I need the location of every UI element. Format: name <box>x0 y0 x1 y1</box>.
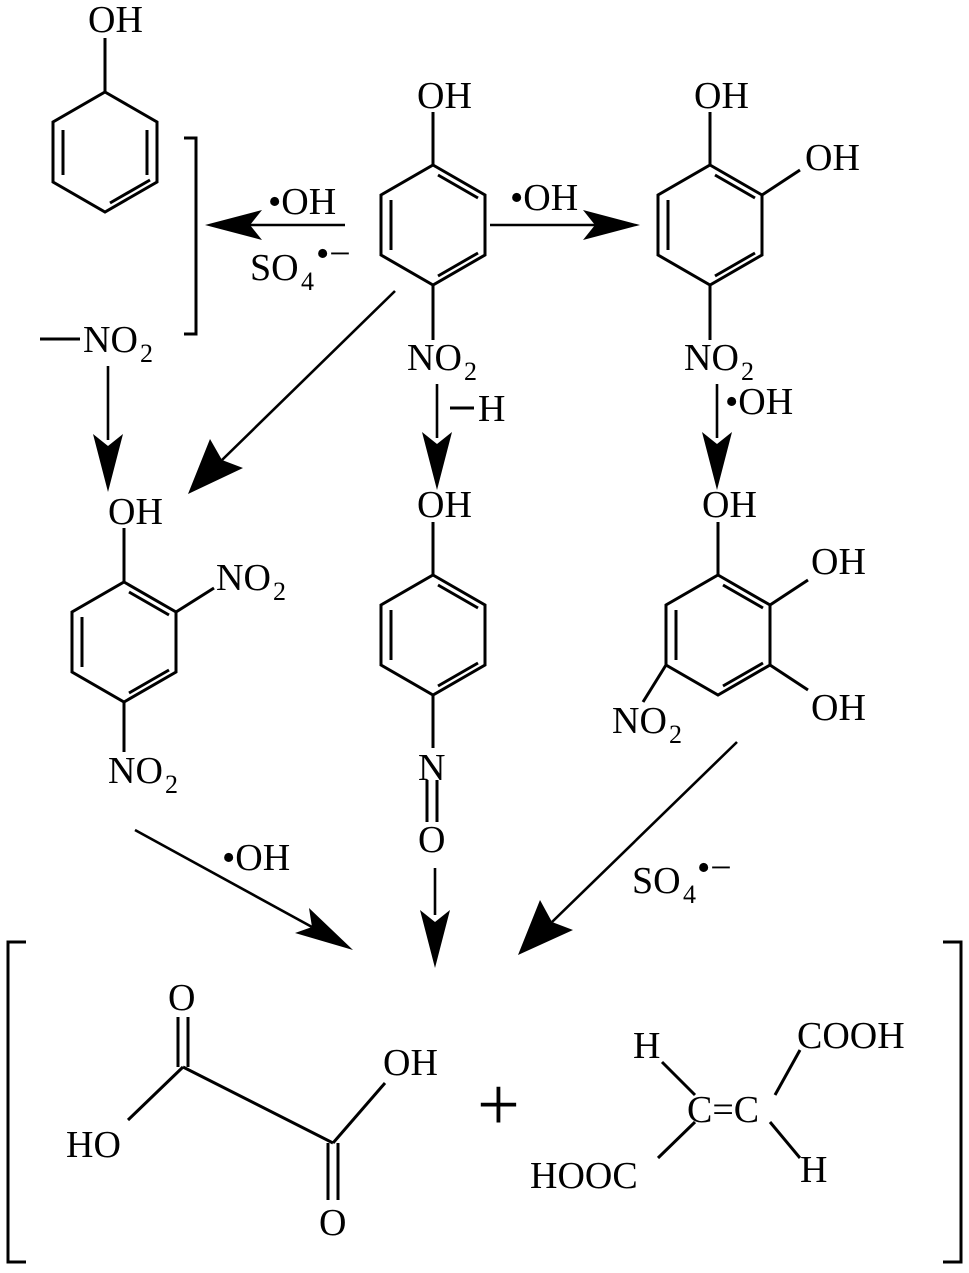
arrow-to-phenol <box>205 210 345 240</box>
svg-text:•−: •− <box>697 847 732 889</box>
reagent-oh-left: •OH <box>268 181 336 223</box>
maleic-h-bottom-label: H <box>800 1149 827 1191</box>
nitropyrogallol-oh1-label: OH <box>702 484 757 526</box>
dinitrophenol-no2b-sub: 2 <box>165 770 178 799</box>
nitrocatechol-oh2-label: OH <box>805 137 860 179</box>
oxalic-ho-label: HO <box>66 1124 121 1166</box>
oxalic-o-top-label: O <box>168 977 195 1019</box>
svg-text:4: 4 <box>683 880 696 909</box>
maleic-cooh-label: COOH <box>797 1015 905 1057</box>
arrow-diagonal-to-dinitrophenol <box>188 290 396 494</box>
reagent-so4-bottom-right: SO 4 •− <box>632 847 732 909</box>
phenol-structure: OH <box>51 0 159 214</box>
reagent-minus-h: H <box>478 388 505 430</box>
product-bracket-left <box>6 940 26 1264</box>
maleic-hooc-label: HOOC <box>530 1155 638 1197</box>
p-nitrophenol-no2-sub: 2 <box>464 357 477 386</box>
dinitrophenol-structure: OH NO 2 NO 2 <box>70 491 286 799</box>
product-bracket-right <box>943 940 963 1264</box>
reagent-so4-left: SO 4 •− <box>250 233 351 296</box>
oxalic-o-bottom-label: O <box>319 1202 346 1244</box>
nitropyrogallol-oh2-label: OH <box>811 541 866 583</box>
svg-text:4: 4 <box>301 267 314 296</box>
nitropyrogallol-structure: OH OH OH NO 2 <box>612 484 866 749</box>
arrow-to-nitrosophenol <box>422 384 452 490</box>
reagent-oh-vertical: •OH <box>725 381 793 423</box>
maleic-acid-structure: H COOH C=C HOOC H <box>530 1015 905 1197</box>
nitropyrogallol-no2-label: NO <box>612 700 667 742</box>
arrow-dinitrophenol-to-products <box>134 828 353 950</box>
oxalic-acid-structure: O OH HO O <box>66 977 438 1244</box>
phenol-bracket <box>184 136 198 336</box>
phenol-oh-label: OH <box>88 0 143 41</box>
p-nitrophenol-no2-label: NO <box>407 337 462 379</box>
arrow-to-nitropyrogallol <box>702 384 732 490</box>
p-nitrophenol-structure: OH NO 2 <box>379 75 487 386</box>
nitro-fragment-sub: 2 <box>140 339 153 368</box>
nitro-fragment-label: NO <box>83 319 138 361</box>
p-nitrophenol-oh-label: OH <box>417 75 472 117</box>
arrow-nitro-down <box>93 366 123 492</box>
nitrocatechol-no2-label: NO <box>684 337 739 379</box>
reagent-oh-right: •OH <box>510 177 578 219</box>
nitropyrogallol-oh3-label: OH <box>811 687 866 729</box>
plus-sign: + <box>477 1063 520 1147</box>
nitropyrogallol-no2-sub: 2 <box>669 720 682 749</box>
dinitrophenol-oh-label: OH <box>108 491 163 533</box>
svg-text:•−: •− <box>316 233 351 275</box>
oxalic-oh-label: OH <box>383 1042 438 1084</box>
arrow-nitrosophenol-to-products <box>420 868 450 968</box>
maleic-c-eq-c-label: C=C <box>687 1089 759 1131</box>
svg-text:SO: SO <box>632 860 681 902</box>
nitrosophenol-structure: OH N O <box>379 484 487 861</box>
arrow-nitropyrogallol-to-products <box>518 741 738 955</box>
nitrocatechol-oh1-label: OH <box>694 75 749 117</box>
dinitrophenol-no2a-sub: 2 <box>273 577 286 606</box>
nitrosophenol-oh-label: OH <box>417 484 472 526</box>
svg-text:SO: SO <box>250 247 299 289</box>
nitro-fragment: NO 2 <box>40 319 153 368</box>
nitrosophenol-o-label: O <box>418 819 445 861</box>
nitrosophenol-n-label: N <box>418 747 445 789</box>
reagent-oh-bottom-left: •OH <box>222 837 290 879</box>
dinitrophenol-no2a-label: NO <box>216 557 271 599</box>
maleic-h-top-label: H <box>633 1025 660 1067</box>
dinitrophenol-no2b-label: NO <box>108 750 163 792</box>
arrow-to-nitrocatechol <box>490 210 640 240</box>
nitrocatechol-no2-sub: 2 <box>741 357 754 386</box>
nitrocatechol-structure: OH OH NO 2 <box>656 75 860 386</box>
